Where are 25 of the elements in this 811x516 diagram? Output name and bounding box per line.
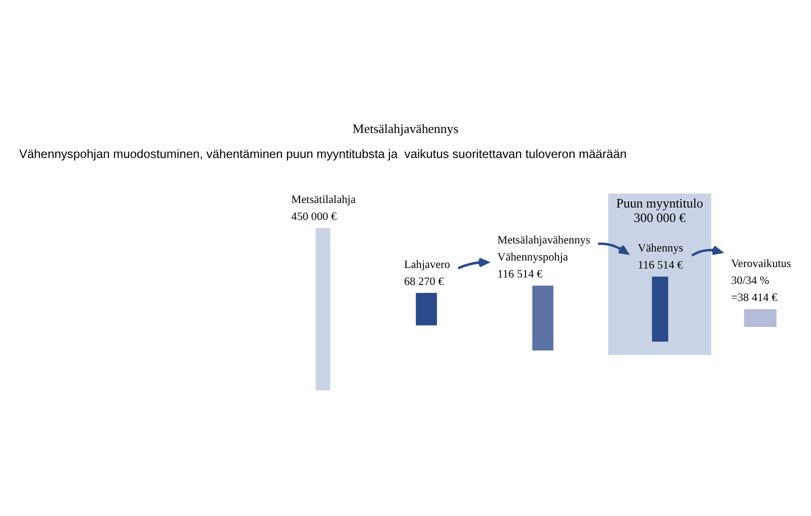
node-label: Verovaikutus [731, 258, 792, 270]
node-bar [532, 286, 554, 350]
diagram-title: Metsälahjavähennys [352, 120, 458, 136]
arrow [598, 242, 629, 255]
node-bar [316, 228, 330, 390]
node-label: 116 514 € [497, 268, 542, 281]
node-bar [652, 276, 668, 342]
node-label: 68 270 € [404, 276, 444, 288]
arrow [691, 246, 722, 257]
node-label: Puun myyntitulo [616, 196, 704, 211]
node-label: Vähennys [638, 242, 684, 255]
arrow [458, 258, 489, 270]
cluster [608, 194, 712, 355]
node-label: 300 000 € [634, 210, 686, 226]
node-label: 116 514 € [638, 260, 683, 272]
label: Vähennyspohjan muodostuminen, vähentäminen puun myyntitubsta ja vaikutus suoritettavan tuloveron määrään [19, 146, 627, 161]
node-bar [744, 309, 777, 327]
node-bar [416, 292, 437, 326]
node-label: Metsätilalahja [291, 194, 356, 206]
node-label: 30/34 % [731, 275, 770, 288]
node-label: =38 414 € [731, 292, 778, 304]
node-label: 450 000 € [291, 211, 337, 224]
node-label: Lahjavero [404, 258, 450, 271]
node-label: Metsälahjavähennys [497, 234, 590, 247]
node-label: Vähennyspohja [497, 252, 568, 264]
